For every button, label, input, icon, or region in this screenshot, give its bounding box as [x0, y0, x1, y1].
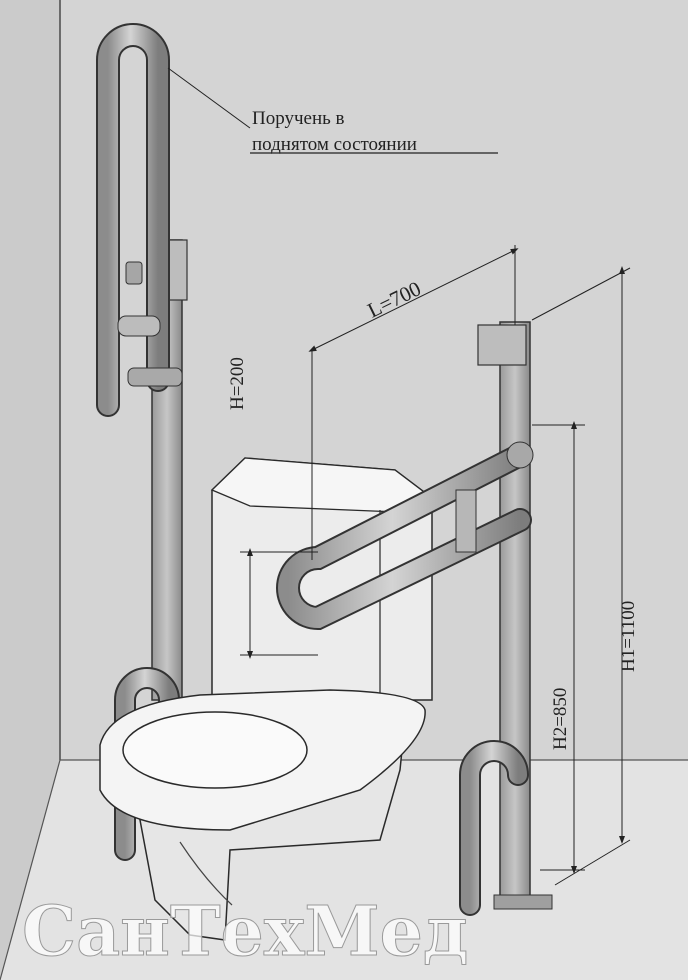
dim-length-line: [308, 248, 519, 352]
right-post-foot: [493, 894, 553, 910]
watermark-logo: СанТехМед: [22, 892, 468, 972]
dim-h2-label: H2=850: [550, 688, 571, 750]
callout-line2: поднятом состоянии: [252, 134, 417, 155]
left-wall: [0, 0, 60, 980]
left-hinge-clip: [125, 261, 143, 285]
hinge-joint: [506, 441, 534, 469]
dim-h1-label: H1=1100: [618, 601, 639, 672]
right-post-bracket: [477, 324, 527, 366]
left-hinge-block: [127, 367, 183, 387]
right-floor-support: [461, 742, 527, 914]
callout-leader: [167, 67, 251, 129]
toilet-seat-opening: [122, 711, 308, 789]
right-post: [499, 321, 531, 903]
raised-handrail: [98, 25, 168, 415]
toilet-bowl: [99, 689, 426, 941]
dimension-lines: [167, 67, 631, 886]
lowered-handrail: [278, 445, 530, 629]
callout-line1: Поручень в: [252, 108, 345, 129]
left-floor-support: [116, 669, 178, 859]
left-handrail-assembly: [96, 23, 188, 861]
handrail-stay: [455, 489, 477, 553]
raised-handrail-crossbar: [117, 315, 161, 337]
dim-h200-label: H=200: [227, 357, 248, 410]
